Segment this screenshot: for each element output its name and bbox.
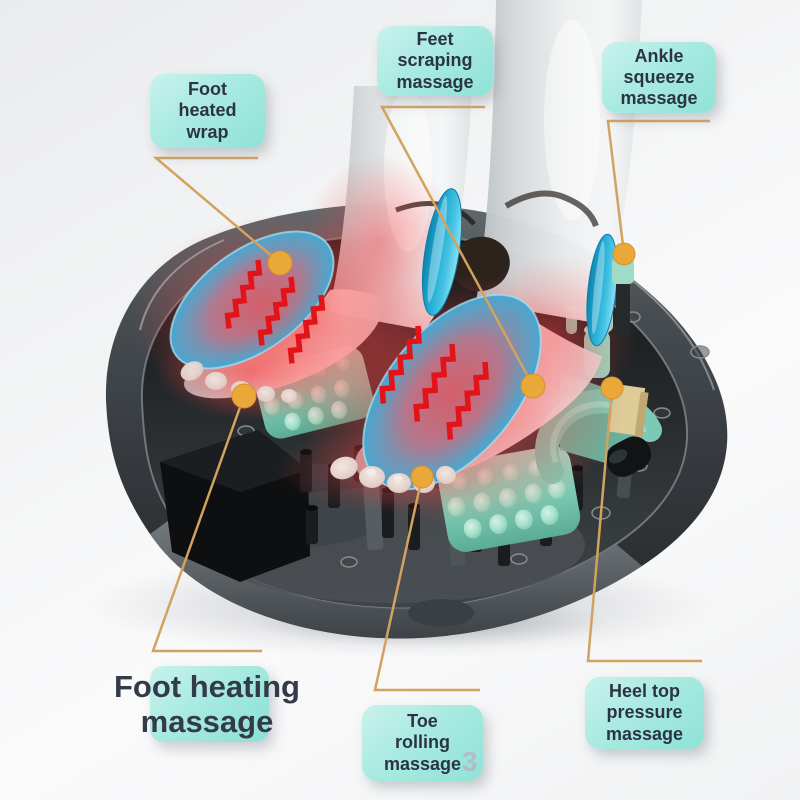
ankle-disc-right — [586, 233, 618, 347]
callout-line: massage — [620, 88, 698, 109]
callout-line: heated — [178, 100, 237, 121]
dot-toe-rolling — [410, 465, 434, 489]
callout-line: squeeze — [623, 66, 695, 87]
callout-line: wrap — [186, 121, 229, 142]
callout-feet-scraping-massage: Feet scraping massage — [377, 26, 493, 96]
callout-line: rolling — [395, 732, 450, 753]
leader-heel-top — [586, 387, 702, 663]
callout-line: Heel top — [608, 681, 680, 702]
callout-heel-top-pressure-massage: Heel top pressure massage — [585, 677, 704, 749]
callout-line: Ankle — [634, 45, 684, 66]
leader-feet-scraping — [379, 105, 535, 387]
dot-heel-top — [600, 376, 624, 400]
dot-foot-heating — [231, 383, 257, 409]
heat-waves-left — [224, 259, 326, 364]
leader-lines — [151, 105, 710, 692]
heel-roller-black — [605, 436, 652, 477]
leader-ankle-squeeze — [606, 119, 710, 255]
callout-foot-heating-massage-box — [150, 666, 269, 742]
callout-line: massage — [140, 703, 274, 739]
callout-line: pressure — [606, 702, 683, 723]
heat-waves-right — [379, 325, 489, 440]
callout-foot-heating-massage: Foot heating massage — [92, 669, 322, 739]
callout-dots — [231, 242, 636, 489]
callout-line: massage — [605, 723, 684, 744]
dot-feet-scraping — [520, 373, 546, 399]
callout-foot-heated-wrap: Foot heated wrap — [150, 74, 265, 148]
leader-toe-rolling — [373, 476, 480, 692]
callout-line: massage — [396, 71, 474, 92]
callout-line: Foot heating — [114, 669, 300, 704]
ankle-bracket — [616, 278, 630, 336]
watermark-digit: 3 — [462, 746, 478, 777]
ankle-disc-left — [421, 188, 463, 316]
leader-foot-heating — [151, 395, 262, 653]
callout-line: Foot — [188, 79, 227, 100]
dot-foot-heated-wrap — [267, 250, 293, 276]
callout-line: Toe — [407, 711, 438, 732]
callout-line: Feet — [416, 29, 454, 50]
leader-foot-heated-wrap — [152, 156, 281, 264]
callout-toe-rolling-massage: Toe rolling massage — [362, 705, 483, 781]
callout-line: scraping — [397, 50, 473, 71]
dot-ankle-squeeze — [612, 242, 636, 266]
callout-line: massage — [383, 753, 462, 774]
callout-ankle-squeeze-massage: Ankle squeeze massage — [602, 42, 716, 113]
